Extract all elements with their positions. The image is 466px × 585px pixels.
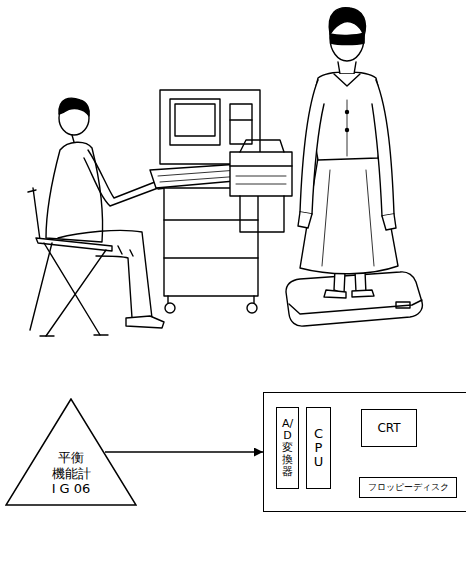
computer-unit-box: A/D変換器 CPU CRT フロッピーディスク	[263, 392, 466, 512]
signal-arrow	[105, 451, 263, 452]
printer	[230, 140, 292, 232]
operator	[46, 98, 166, 328]
node-label: A/D変換器	[282, 418, 293, 478]
node-label: CRT	[377, 421, 400, 435]
subject	[298, 8, 398, 298]
node-label: CPU	[312, 427, 325, 470]
instrument-triangle: 平衡 機能計 I G 06	[5, 398, 137, 506]
node-label: フロッピーディスク	[368, 482, 449, 493]
display-box: CRT	[361, 409, 417, 447]
cpu-box: CPU	[306, 407, 331, 489]
balance-platform	[286, 272, 422, 326]
triangle-shape	[6, 399, 136, 505]
disk-box: フロッピーディスク	[359, 477, 457, 498]
computer	[150, 90, 260, 313]
node-label: 平衡 機能計 I G 06	[48, 450, 94, 497]
converter-box: A/D変換器	[276, 407, 299, 489]
